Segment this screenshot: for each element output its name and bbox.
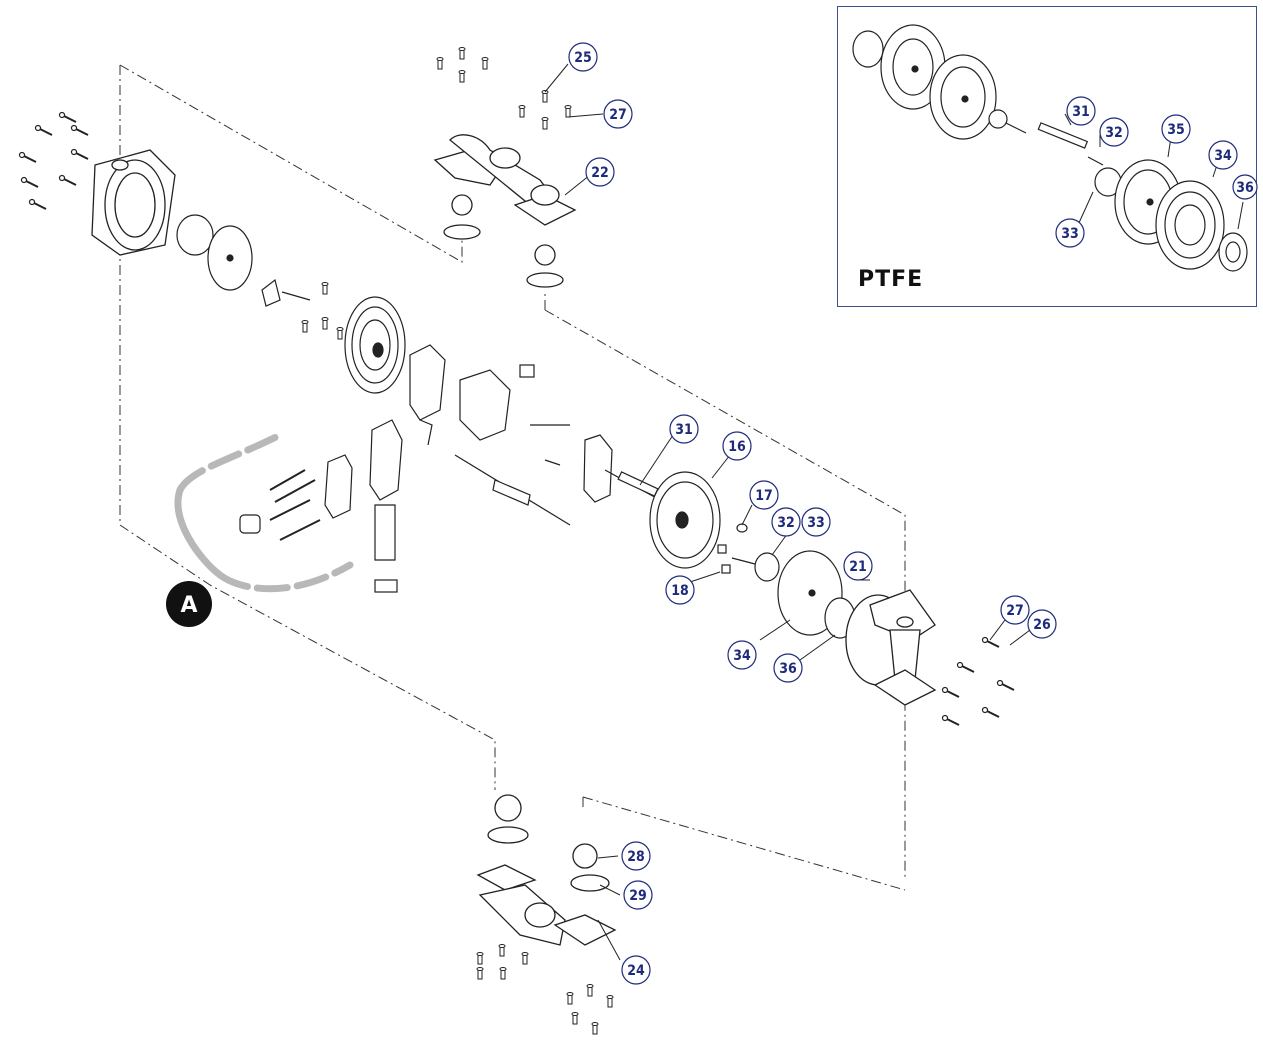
right-end-cap (845, 589, 937, 706)
callout-17: 17 (749, 480, 779, 510)
callout-33: 33 (801, 507, 831, 537)
detail-a-hose (174, 431, 354, 593)
svg-text:27: 27 (1006, 603, 1024, 619)
callout-16: 16 (722, 431, 752, 461)
inset-callout-36: 36 (1232, 174, 1258, 200)
svg-text:33: 33 (1061, 226, 1079, 242)
center-body (409, 344, 535, 446)
inset-callout-33: 33 (1055, 218, 1085, 248)
svg-text:18: 18 (671, 583, 689, 599)
callout-29: 29 (623, 880, 653, 910)
svg-text:36: 36 (1236, 180, 1254, 196)
leader-lines (544, 63, 1031, 961)
assembly-lines (119, 64, 906, 891)
callout-31: 31 (669, 414, 699, 444)
svg-text:28: 28 (627, 849, 645, 865)
detail-a-marker: A (166, 581, 212, 627)
svg-text:22: 22 (591, 165, 609, 181)
svg-text:17: 17 (755, 488, 773, 504)
svg-text:16: 16 (728, 439, 746, 455)
svg-text:31: 31 (1072, 104, 1090, 120)
bottom-manifold (476, 794, 617, 946)
inset-callout-35: 35 (1161, 114, 1191, 144)
inset-callout-34: 34 (1208, 140, 1238, 170)
svg-text:27: 27 (609, 107, 627, 123)
svg-text:A: A (180, 593, 197, 618)
svg-text:32: 32 (777, 515, 795, 531)
ptfe-inset-panel: 31 32 35 34 36 33 PTFE (837, 6, 1258, 307)
svg-text:34: 34 (1214, 148, 1232, 164)
svg-text:35: 35 (1167, 122, 1185, 138)
left-end-cap (91, 149, 176, 256)
callout-27-top: 27 (603, 99, 633, 129)
callout-21: 21 (843, 551, 873, 581)
valve-pins (269, 469, 321, 541)
svg-text:32: 32 (1105, 125, 1123, 141)
callout-18: 18 (665, 575, 695, 605)
left-chamber-bolts (301, 282, 344, 340)
callout-34: 34 (727, 640, 757, 670)
svg-text:33: 33 (807, 515, 825, 531)
callout-36: 36 (773, 653, 803, 683)
air-valve-parts (239, 419, 403, 593)
svg-text:21: 21 (849, 559, 867, 575)
svg-text:26: 26 (1033, 617, 1051, 633)
inset-callout-32: 32 (1099, 117, 1129, 147)
top-bolts (436, 47, 572, 130)
callout-22: 22 (585, 157, 615, 187)
svg-text:29: 29 (629, 888, 647, 904)
svg-text:31: 31 (675, 422, 693, 438)
callout-27-right: 27 (1000, 595, 1030, 625)
bottom-bolts (476, 944, 614, 1035)
right-bolts (941, 636, 1015, 726)
callout-32: 32 (771, 507, 801, 537)
right-small-parts (717, 523, 856, 639)
callout-24: 24 (621, 955, 651, 985)
inset-callout-31: 31 (1066, 96, 1096, 126)
callout-26: 26 (1027, 609, 1057, 639)
svg-text:24: 24 (627, 963, 645, 979)
top-manifold (433, 134, 577, 288)
svg-text:34: 34 (733, 648, 751, 664)
callout-25: 25 (568, 42, 598, 72)
right-air-chamber (583, 434, 721, 569)
left-air-chamber (344, 296, 406, 394)
svg-text:25: 25 (574, 50, 592, 66)
diaphragm-shaft (454, 424, 571, 526)
svg-text:36: 36 (779, 661, 797, 677)
inset-label-ptfe: PTFE (858, 267, 924, 292)
main-callouts: 25 27 22 31 16 17 32 33 18 21 34 36 27 2… (568, 42, 1057, 985)
left-bolts (18, 111, 89, 210)
left-diaphragm-stack (176, 214, 311, 307)
callout-28: 28 (621, 841, 651, 871)
ptfe-inset-drawing: 31 32 35 34 36 33 (852, 24, 1258, 272)
